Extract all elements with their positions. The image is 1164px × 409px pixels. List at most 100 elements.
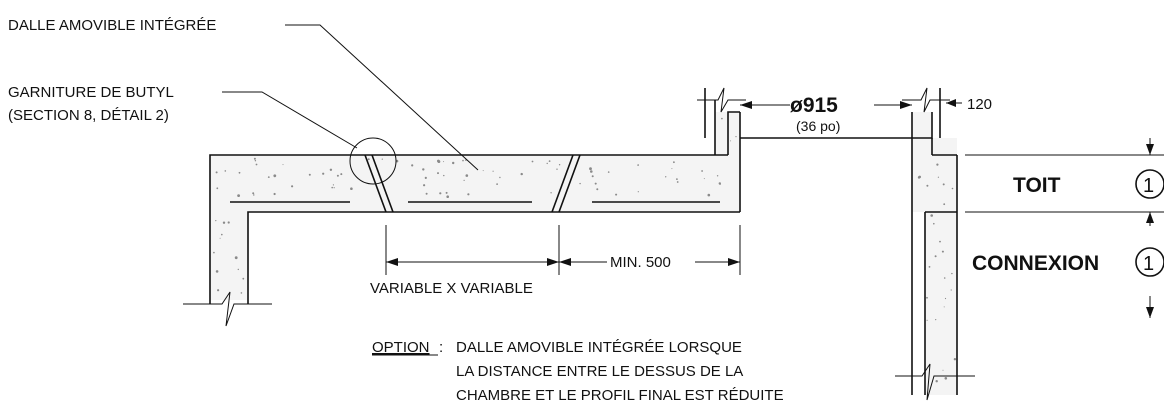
butyl-gasket-circle	[349, 137, 397, 185]
aggregate-speck	[452, 161, 455, 165]
aggregate-speck	[943, 203, 946, 206]
aggregate-speck	[637, 164, 639, 166]
aggregate-speck	[707, 193, 711, 197]
aggregate-speck	[942, 183, 945, 186]
aggregate-speck	[273, 174, 277, 178]
aggregate-speck	[942, 369, 944, 371]
aggregate-speck	[437, 159, 440, 163]
aggregate-speck	[222, 221, 226, 224]
concrete-aggregate	[213, 117, 957, 383]
integrated-slab-label: DALLE AMOVIBLE INTÉGRÉE	[8, 17, 216, 34]
roof-label: TOIT	[1013, 174, 1061, 197]
aggregate-speck	[492, 170, 494, 172]
aggregate-speck	[589, 167, 592, 171]
aggregate-speck	[701, 170, 703, 172]
aggregate-speck	[943, 277, 946, 279]
aggregate-speck	[926, 296, 928, 299]
aggregate-speck	[926, 184, 929, 187]
aggregate-speck	[308, 173, 311, 176]
aggregate-speck	[951, 187, 954, 190]
aggregate-speck	[332, 184, 334, 186]
aggregate-speck	[273, 192, 276, 196]
opening-diameter-imperial-label: (36 po)	[796, 118, 840, 134]
arrow-120	[946, 99, 956, 107]
aggregate-speck	[252, 192, 255, 195]
slab-joints	[230, 154, 720, 213]
aggregate-speck	[937, 176, 940, 178]
aggregate-speck	[322, 172, 325, 175]
break-symbols	[183, 87, 975, 401]
aggregate-speck	[240, 292, 243, 294]
aggregate-speck	[219, 237, 221, 239]
aggregate-speck	[237, 268, 239, 271]
aggregate-speck	[425, 192, 428, 195]
aggregate-speck	[217, 289, 220, 292]
aggregate-speck	[596, 188, 599, 191]
aggregate-speck	[227, 221, 230, 224]
aggregate-speck	[607, 171, 610, 173]
aggregate-speck	[951, 272, 953, 275]
aggregate-speck	[215, 270, 219, 273]
aggregate-speck	[423, 184, 426, 187]
connection-number: 1	[1143, 253, 1154, 275]
aggregate-speck	[936, 163, 939, 166]
aggregate-speck	[934, 255, 937, 258]
aggregate-speck	[676, 181, 679, 183]
aggregate-speck	[673, 161, 675, 164]
aggregate-speck	[935, 319, 937, 321]
aggregate-speck	[950, 289, 952, 291]
aggregate-speck	[928, 266, 931, 268]
aggregate-speck	[615, 193, 618, 196]
aggregate-speck	[224, 170, 227, 172]
aggregate-speck	[367, 158, 370, 161]
aggregate-speck	[331, 186, 334, 189]
aggregate-speck	[336, 174, 339, 177]
aggregate-speck	[520, 172, 523, 176]
aggregate-speck	[216, 187, 219, 190]
aggregate-speck	[548, 160, 551, 163]
aggregate-speck	[437, 172, 439, 175]
aggregate-speck	[213, 251, 215, 254]
aggregate-speck	[676, 178, 678, 181]
aggregate-speck	[550, 192, 552, 194]
aggregate-speck	[665, 176, 667, 178]
aggregate-speck	[719, 183, 721, 185]
aggregate-speck	[411, 164, 414, 167]
aggregate-speck	[531, 160, 534, 163]
slab-outline	[209, 88, 958, 395]
aggregate-speck	[944, 377, 948, 380]
aggregate-speck	[381, 158, 383, 160]
dimension-arrows	[386, 101, 1154, 318]
wall-thickness-label: 120	[967, 96, 992, 113]
aggregate-speck	[462, 159, 464, 162]
aggregate-speck	[333, 187, 335, 189]
variable-label: VARIABLE X VARIABLE	[370, 280, 533, 297]
aggregate-speck	[445, 191, 448, 194]
aggregate-speck	[926, 319, 928, 321]
aggregate-speck	[424, 176, 427, 179]
aggregate-speck	[443, 174, 445, 177]
aggregate-speck	[590, 170, 593, 173]
aggregate-speck	[255, 163, 258, 166]
note-line-2: LA DISTANCE ENTRE LE DESSUS DE LA	[456, 363, 743, 380]
aggregate-speck	[591, 175, 594, 178]
aggregate-speck	[918, 175, 921, 179]
aggregate-speck	[238, 171, 241, 174]
aggregate-speck	[237, 194, 241, 198]
connection-number-circle	[1135, 247, 1164, 277]
aggregate-speck	[465, 174, 469, 177]
aggregate-speck	[941, 250, 944, 253]
aggregate-speck	[254, 160, 257, 162]
aggregate-speck	[350, 187, 353, 190]
aggregate-speck	[594, 182, 597, 185]
aggregate-speck	[253, 157, 256, 160]
option-colon: :	[439, 339, 443, 356]
option-label: OPTION	[372, 339, 430, 356]
butyl-gasket-label: GARNITURE DE BUTYL	[8, 84, 174, 101]
connection-label: CONNEXION	[972, 252, 1099, 275]
aggregate-speck	[735, 136, 737, 138]
aggregate-speck	[267, 176, 270, 179]
aggregate-speck	[930, 214, 933, 217]
aggregate-speck	[953, 358, 957, 361]
aggregate-speck	[933, 222, 935, 225]
